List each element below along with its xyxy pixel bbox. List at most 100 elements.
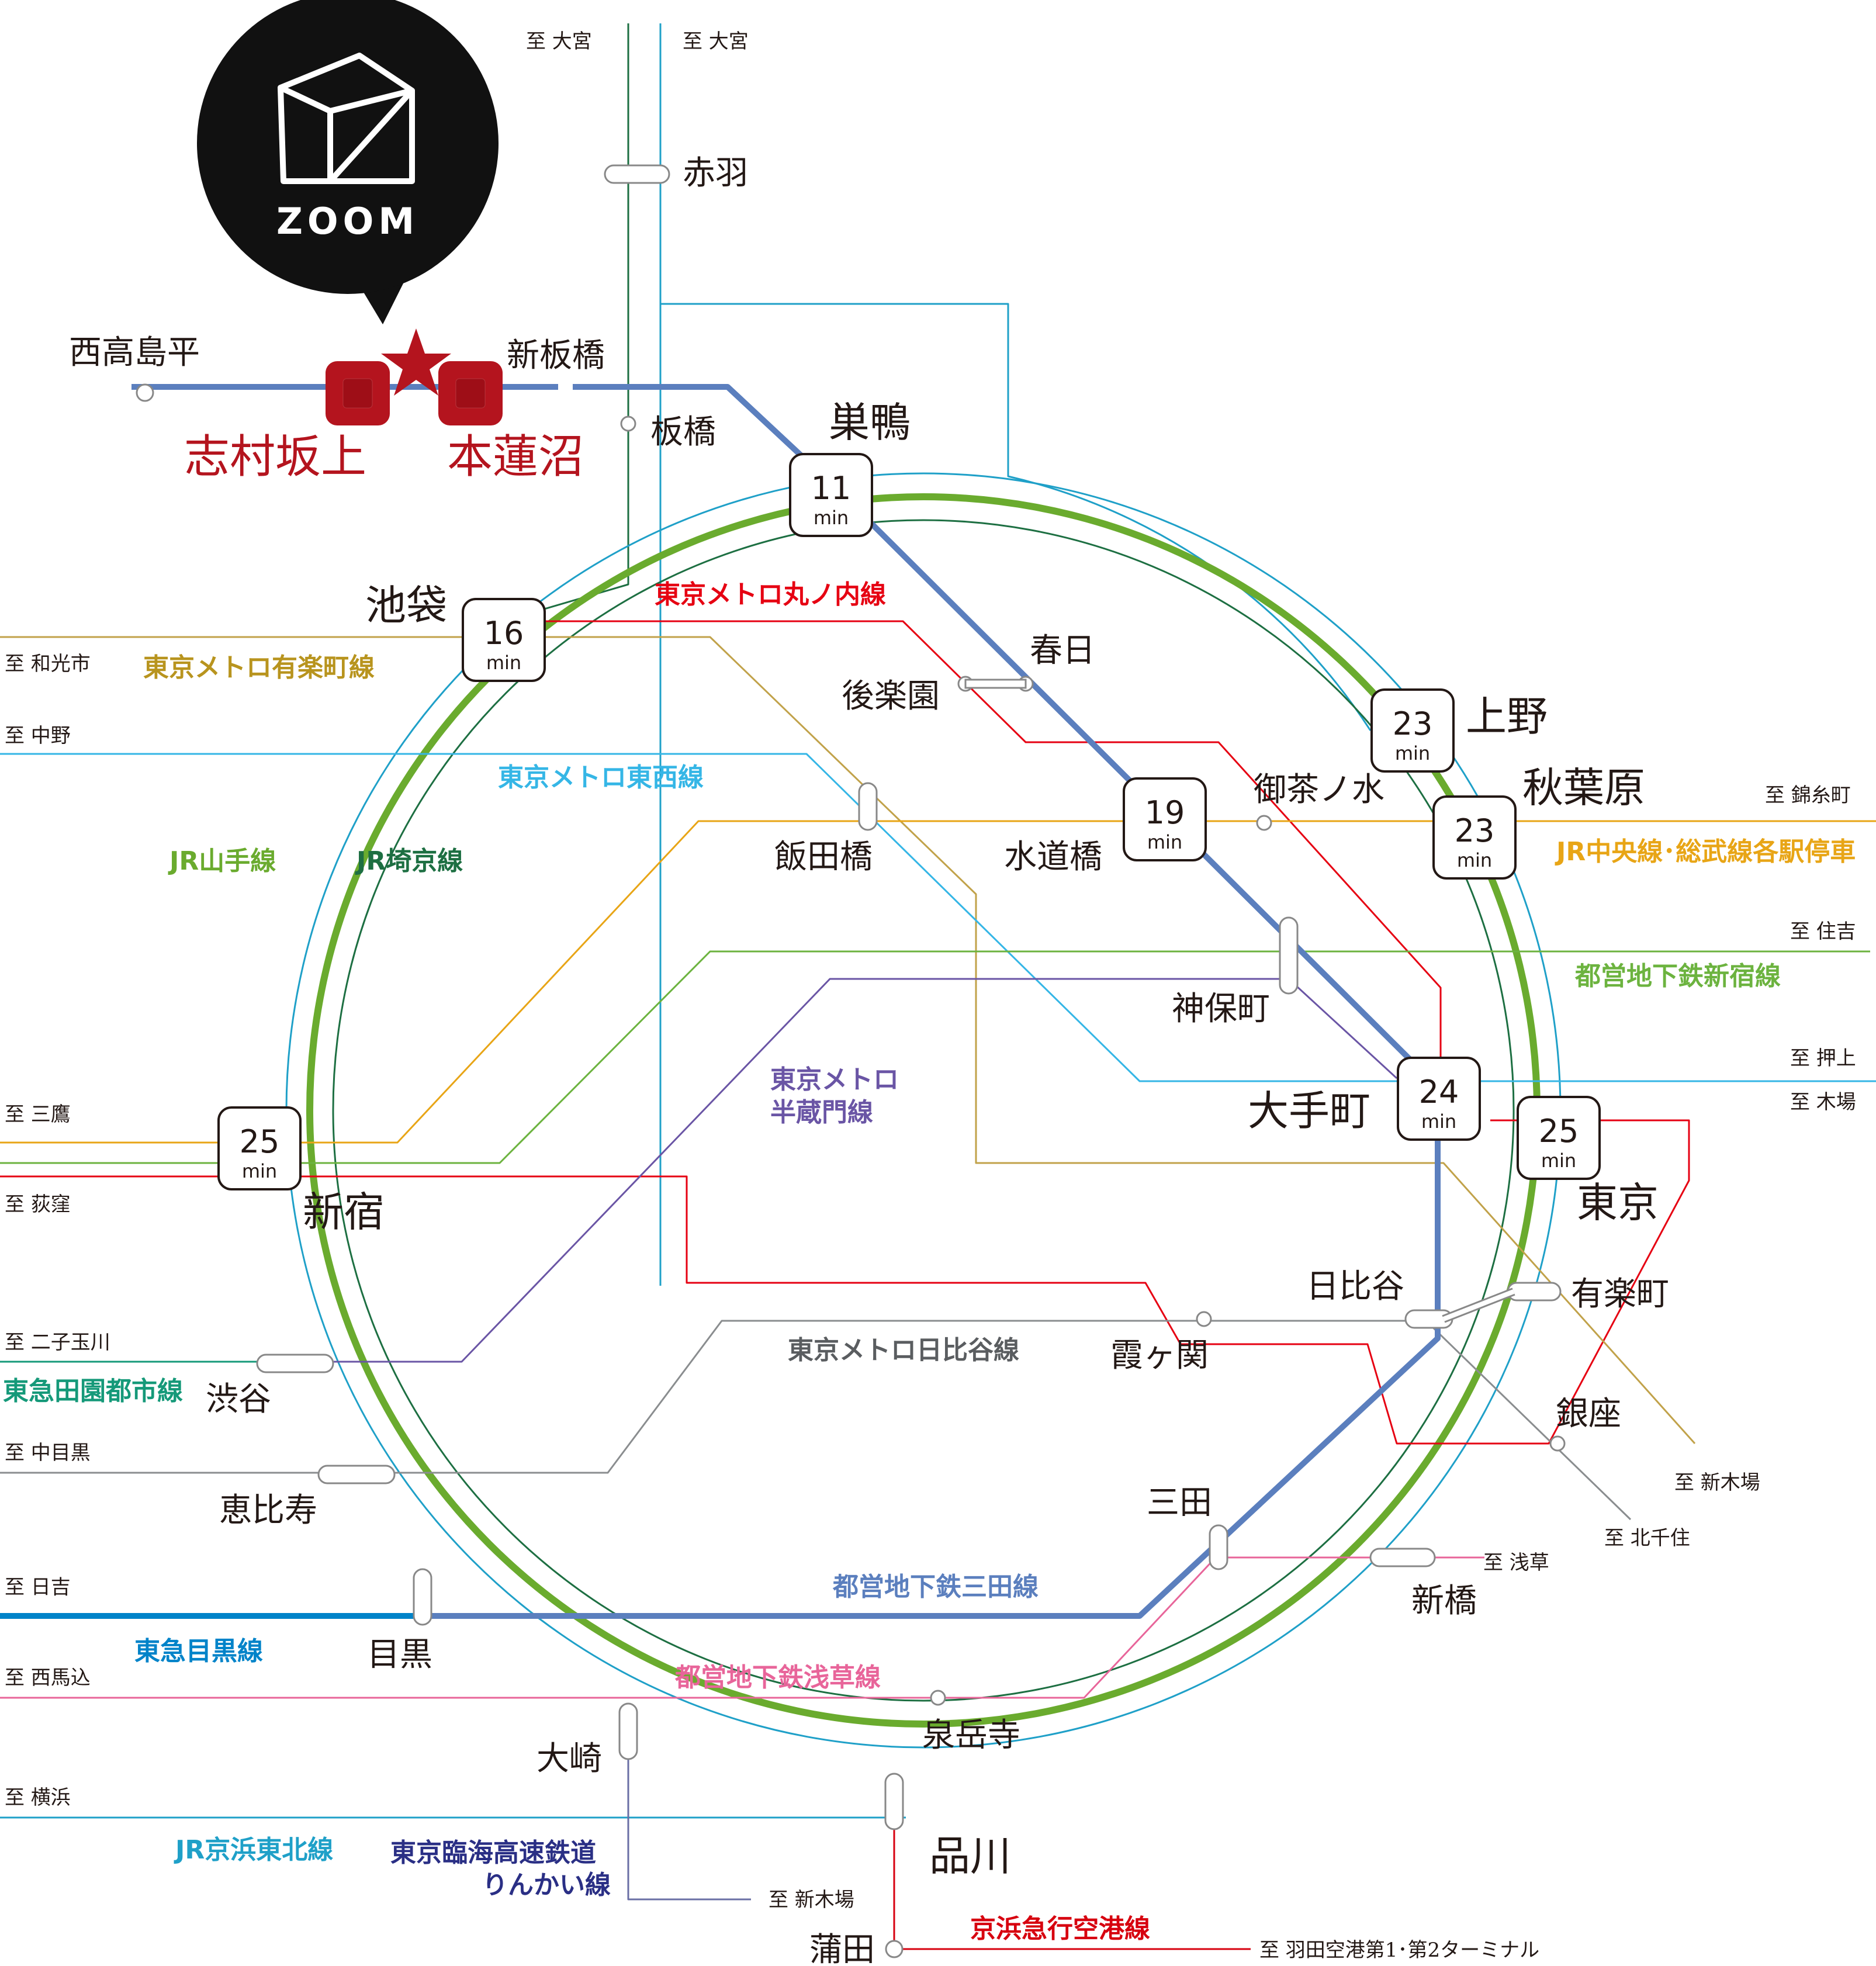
svg-text:min: min: [1421, 1110, 1456, 1133]
svg-text:24: 24: [1419, 1074, 1459, 1110]
home-station-hasune: [438, 361, 503, 425]
line-label-mita: 都営地下鉄三田線: [832, 1572, 1039, 1602]
yurakucho-line: [0, 636, 1696, 1445]
sengakuji-dot: [930, 1690, 946, 1706]
label-yurakucho: 有楽町: [1571, 1275, 1669, 1313]
line-label-saikyo: JR埼京線: [355, 846, 463, 876]
svg-text:25: 25: [240, 1123, 280, 1160]
svg-text:min: min: [242, 1160, 277, 1182]
ginza-dot: [1549, 1435, 1566, 1452]
line-label-tozai: 東京メトロ東西線: [498, 763, 704, 792]
kasumigaseki-dot: [1196, 1311, 1212, 1327]
dest-nakano: 至 中野: [5, 724, 71, 747]
label-ikebukuro: 池袋: [365, 582, 447, 629]
zoom-logo: ZOOM: [197, 0, 499, 324]
line-label-hibiya: 東京メトロ日比谷線: [788, 1335, 1019, 1365]
hanzomon-line: [0, 978, 1398, 1363]
svg-text:min: min: [1147, 831, 1182, 853]
time-badge-otemachi: 24 min: [1397, 1057, 1481, 1141]
label-akihabara: 秋葉原: [1522, 764, 1645, 812]
dest-shinkiba-2: 至 新木場: [769, 1888, 854, 1912]
label-shinjuku: 新宿: [303, 1188, 385, 1236]
dest-omiya-1: 至 大宮: [526, 30, 592, 53]
line-label-shinjuku: 都営地下鉄新宿線: [1574, 961, 1781, 991]
label-suidobashi: 水道橋: [1004, 838, 1102, 876]
label-hibiya: 日比谷: [1306, 1268, 1404, 1306]
label-iidabashi: 飯田橋: [774, 838, 873, 876]
dest-kiba: 至 木場: [1790, 1091, 1856, 1114]
shibuya-transfer: [256, 1354, 334, 1373]
dest-yokohama: 至 横浜: [5, 1786, 71, 1809]
label-akabane: 赤羽: [683, 154, 748, 192]
itabashi-dot: [620, 416, 636, 432]
marunouchi-line: [0, 1119, 1690, 1445]
dest-wakoshi: 至 和光市: [5, 652, 91, 676]
label-korakuen: 後楽園: [842, 677, 940, 715]
label-kamata: 蒲田: [809, 1931, 875, 1966]
dest-futako: 至 二子玉川: [5, 1331, 110, 1354]
label-ebisu: 恵比寿: [219, 1491, 317, 1529]
dest-asakusa: 至 浅草: [1483, 1551, 1549, 1574]
meguro-transfer: [413, 1568, 432, 1626]
jimbocho-transfer: [1279, 916, 1299, 995]
line-label-meguro: 東急目黒線: [134, 1636, 263, 1666]
svg-text:25: 25: [1539, 1113, 1579, 1150]
label-kasuga: 春日: [1030, 632, 1095, 670]
saikyo-ring: [332, 519, 1515, 1702]
dest-sumiyoshi: 至 住吉: [1790, 920, 1856, 943]
dest-kinshicho: 至 錦糸町: [1765, 784, 1851, 807]
line-label-rinkai-1: 東京臨海高速鉄道: [390, 1838, 596, 1868]
asakusa-line: [0, 1556, 1484, 1699]
line-label-yurakucho: 東京メトロ有楽町線: [143, 653, 375, 683]
svg-text:min: min: [1395, 742, 1430, 764]
label-shimbashi: 新橋: [1411, 1582, 1477, 1620]
label-meguro: 目黒: [367, 1636, 432, 1674]
dest-oshiage: 至 押上: [1790, 1047, 1856, 1070]
dest-nishimagome: 至 西馬込: [5, 1666, 91, 1690]
dest-haneda: 至 羽田空港第1･第2ターミナル: [1259, 1939, 1539, 1962]
ochanomizu-dot: [1256, 815, 1272, 831]
label-shibuya: 渋谷: [206, 1380, 271, 1418]
svg-text:min: min: [1457, 849, 1492, 871]
label-osaki: 大崎: [537, 1740, 602, 1778]
label-hasune: 本蓮沼: [447, 431, 584, 483]
saikyo-line: [508, 23, 629, 621]
line-label-keikyu: 京浜急行空港線: [970, 1914, 1150, 1944]
dest-nakameguro: 至 中目黒: [5, 1441, 91, 1465]
yurakucho-transfer: [1507, 1282, 1562, 1302]
kamata-dot: [885, 1940, 904, 1958]
dest-kitasenju: 至 北千住: [1604, 1527, 1690, 1550]
star-icon: [381, 328, 451, 396]
time-badge-akihabara: 23 min: [1432, 795, 1517, 880]
dest-ogikubo: 至 荻窪: [5, 1193, 71, 1216]
svg-text:16: 16: [484, 615, 524, 652]
label-shinitabashi: 新板橋: [507, 337, 605, 375]
rinkai-line: [627, 1718, 751, 1901]
nishidai-dot: [136, 383, 154, 402]
ebisu-transfer: [317, 1465, 396, 1484]
svg-text:11: 11: [811, 470, 852, 507]
line-label-toyoko-den: 東急田園都市線: [3, 1376, 183, 1406]
svg-text:min: min: [814, 507, 849, 529]
svg-text:min: min: [486, 652, 521, 674]
mita-transfer: [1209, 1524, 1228, 1570]
label-otemachi: 大手町: [1248, 1087, 1370, 1135]
svg-text:19: 19: [1145, 794, 1185, 831]
label-ochanomizu: 御茶ノ水: [1254, 771, 1384, 809]
osaki-transfer: [618, 1702, 638, 1760]
home-station-shimura: [326, 361, 390, 425]
line-label-hanzomon-1: 東京メトロ: [770, 1065, 899, 1095]
line-label-rinkai-2: りんかい線: [482, 1870, 611, 1900]
dest-hiyoshi: 至 日吉: [5, 1576, 71, 1599]
marunouchi-north: [500, 620, 1442, 1105]
shimbashi-transfer: [1369, 1548, 1436, 1567]
korakuen-transfer: [964, 679, 1027, 689]
cube-icon: [278, 53, 415, 184]
hibiya-line: [0, 1320, 1632, 1521]
label-nishidai: 西高島平: [69, 334, 200, 372]
label-shimura: 志村坂上: [184, 431, 366, 483]
dest-mitaka: 至 三鷹: [5, 1103, 71, 1126]
akabane-transfer: [604, 164, 670, 184]
label-ginza: 銀座: [1556, 1395, 1621, 1433]
label-jimbocho: 神保町: [1172, 990, 1270, 1028]
